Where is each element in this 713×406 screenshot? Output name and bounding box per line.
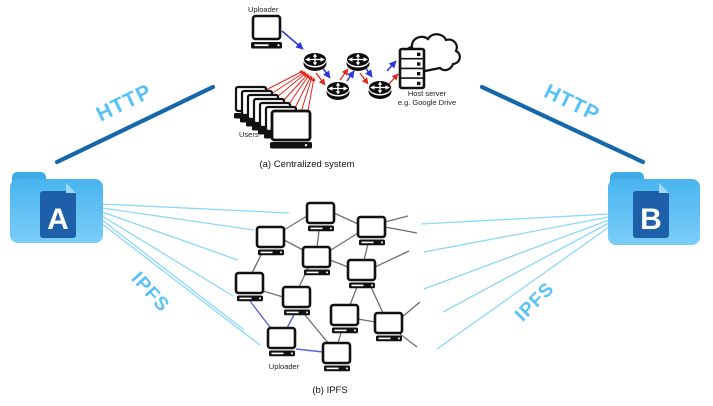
host-server-icon [398,47,426,90]
users-stack-icon [234,85,312,149]
request-arrows [315,68,399,86]
peer-computer-icon [234,271,265,303]
ipfs-links-right [420,213,610,350]
document-b-icon [633,191,669,238]
peer-computer-icon [305,201,336,233]
ipfs-network-diagram: Uploader (b) IPFS [234,201,421,396]
uploader-top-label: Uploader [248,5,279,14]
peer-computer-icon [329,303,360,335]
ipfs-links-left [101,203,290,346]
uploader-bottom-label: Uploader [269,362,300,371]
router-icon [345,52,371,72]
router-icon [325,81,351,101]
peer-computer-icon [255,225,286,257]
caption-centralized: (a) Centralized system [259,159,354,170]
peer-computer-icon [321,341,352,373]
page-fold-icon [659,183,669,193]
document-a-icon [40,191,76,238]
page-fold-icon [66,183,76,193]
uploader-peer-icon [266,326,297,358]
folder-b-letter: B [640,203,662,236]
uploader-computer-icon [251,14,282,49]
centralized-diagram: Uploader [234,5,461,170]
ipfs-label-right: IPFS [511,278,559,326]
router-icon [367,80,393,100]
folder-a-icon: A [10,172,103,243]
ipfs-label-left: IPFS [127,268,174,316]
host-server-label-line2: e.g. Google Drive [398,98,456,107]
router-icon [302,52,328,72]
http-link-left [54,84,216,165]
http-link-right [479,84,646,165]
peer-computer-icon [281,285,312,317]
uploader-edges [249,300,324,353]
peer-computer-icon [346,258,377,290]
host-server-label-line1: Host server [408,89,447,98]
peer-computer-icon [301,245,332,277]
peer-computer-icon [373,311,404,343]
folder-b-icon: B [608,172,700,245]
folder-a-letter: A [47,203,69,236]
peer-computer-icon [356,215,387,247]
caption-ipfs: (b) IPFS [312,385,347,396]
users-label: Users [239,130,259,139]
